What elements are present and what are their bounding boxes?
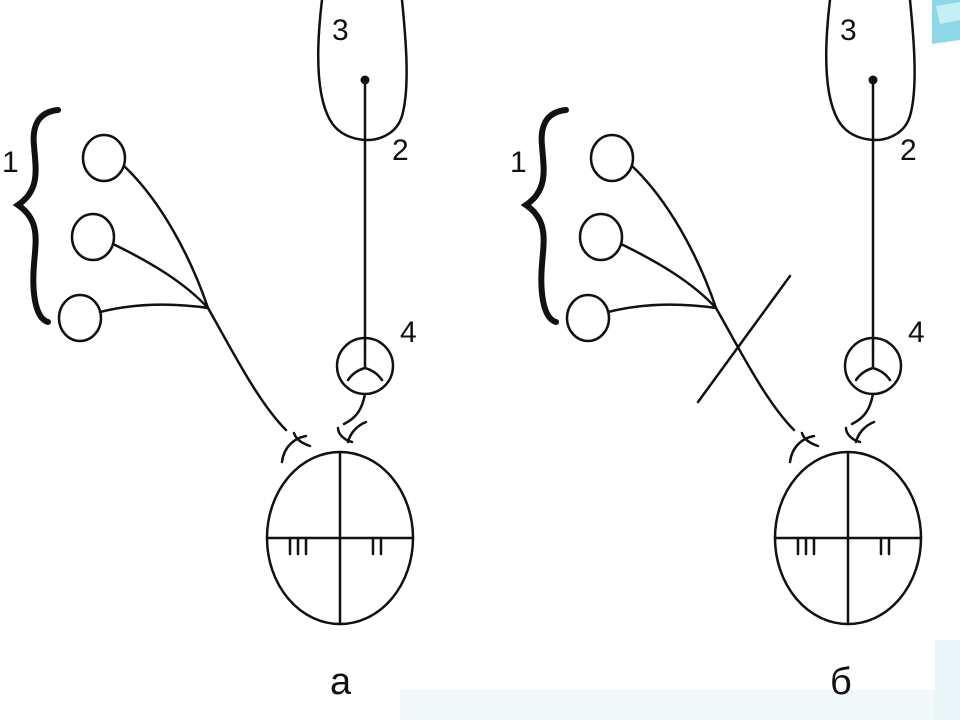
- label-group-1-b: 1: [510, 146, 527, 179]
- right-fade-strip: [935, 640, 960, 720]
- label-2-a: 2: [392, 134, 409, 167]
- axon-bottom: [606, 303, 718, 314]
- node-4-output: [342, 392, 367, 426]
- label-3-b: 3: [840, 14, 857, 47]
- synapse-fork-left: [788, 431, 820, 464]
- neuron-top: [81, 133, 127, 183]
- axon-bottom: [98, 303, 210, 314]
- label-3-a: 3: [332, 14, 349, 47]
- synapse-fork-left: [280, 431, 312, 464]
- neuron-middle: [578, 212, 624, 262]
- panel-a: [12, 0, 415, 626]
- label-group-1-a: 1: [2, 146, 19, 179]
- label-4-a: 4: [400, 316, 417, 349]
- common-tract: [206, 306, 288, 432]
- neuron-middle: [70, 212, 116, 262]
- tick-marks-iii: [796, 536, 816, 556]
- axon-top: [122, 164, 210, 310]
- brace-group-1: [520, 107, 569, 325]
- brace-group-1: [12, 107, 61, 325]
- neuron-top: [589, 133, 635, 183]
- tick-marks-ii: [879, 536, 891, 556]
- cortex-loop: [824, 0, 916, 142]
- node-4-output: [850, 392, 875, 426]
- corner-decoration: [932, 0, 960, 44]
- bottom-fade-strip: [400, 690, 960, 720]
- caption-b: б: [830, 661, 852, 703]
- axon-middle: [619, 242, 718, 310]
- tick-marks-ii: [371, 536, 383, 556]
- tick-marks-iii: [288, 536, 308, 556]
- axon-middle: [111, 242, 210, 310]
- neuron-bottom: [565, 293, 611, 343]
- caption-a: а: [330, 661, 352, 703]
- synapse-fork-right: [844, 420, 876, 444]
- node-4-fork: [854, 344, 892, 382]
- synapse-fork-right: [336, 420, 368, 444]
- panel-b: [520, 0, 923, 626]
- lesion-cross-line: [696, 274, 792, 404]
- axon-top: [630, 164, 718, 310]
- node-4-fork: [346, 344, 384, 382]
- neuron-bottom: [57, 293, 103, 343]
- label-4-b: 4: [908, 316, 925, 349]
- label-2-b: 2: [900, 134, 917, 167]
- common-tract: [714, 306, 796, 432]
- cortex-loop: [316, 0, 408, 142]
